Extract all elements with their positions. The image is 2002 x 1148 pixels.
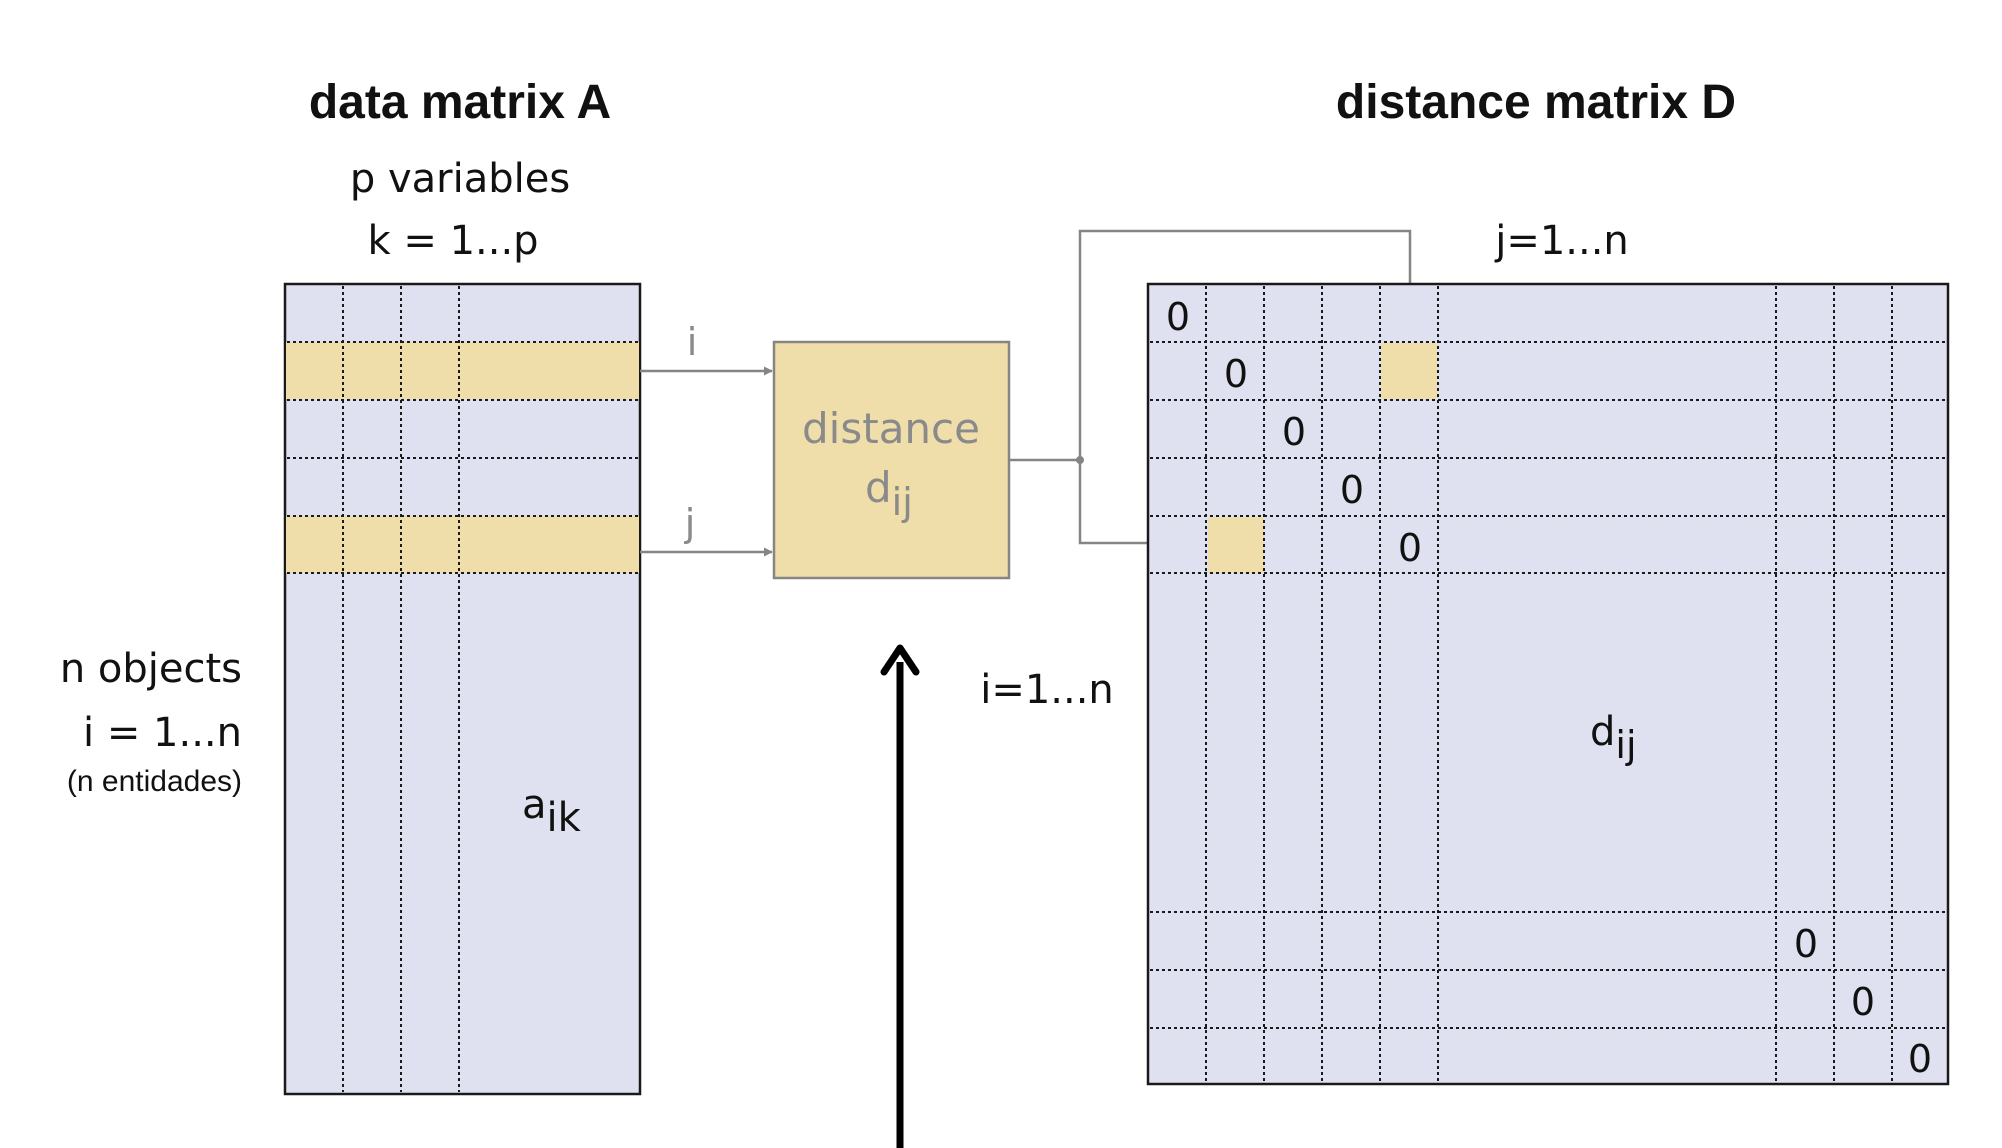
distance-matrix-grid <box>1150 286 1946 1082</box>
distance-box-label: distance <box>802 404 980 453</box>
distance-function-box: distance dij <box>772 340 1011 580</box>
arrow-row-j-label: j <box>684 501 696 545</box>
diagonal-zero: 0 <box>1340 468 1364 512</box>
diagonal-zero: 0 <box>1224 352 1248 396</box>
distance-matrix-body <box>1146 282 1950 1086</box>
data-matrix-cell-symbol: aik <box>522 782 582 841</box>
distance-box-symbol: dij <box>865 463 913 524</box>
diagonal-zero: 0 <box>1282 410 1306 454</box>
data-matrix-row-j-highlight <box>286 516 639 573</box>
diagonal-zero: 0 <box>1398 526 1422 570</box>
diagonal-zero: 0 <box>1851 980 1875 1024</box>
data-matrix-grid <box>287 286 638 1092</box>
distance-box <box>772 340 1011 580</box>
diagonal-zeros: 0 0 0 0 0 0 0 0 <box>1166 295 1932 1081</box>
data-matrix-title: data matrix A <box>309 76 611 129</box>
input-arrow <box>880 644 920 1148</box>
data-matrix: aik <box>283 282 642 1096</box>
column-index-label: j=1...n <box>1494 218 1629 264</box>
objects-index-label: i = 1...n <box>83 710 242 756</box>
row-index-label: i=1...n <box>980 667 1114 713</box>
diagonal-zero: 0 <box>1794 922 1818 966</box>
distance-matrix-cell-ij-highlight <box>1381 343 1437 399</box>
distance-matrix-title: distance matrix D <box>1336 76 1736 129</box>
data-matrix-row-i-highlight <box>286 342 639 399</box>
diagonal-zero: 0 <box>1908 1037 1932 1081</box>
distance-matrix-cell-ji-highlight <box>1208 517 1264 573</box>
distance-matrix-cell-symbol: dij <box>1590 709 1637 767</box>
variables-label: p variables <box>350 156 570 202</box>
objects-label: n objects <box>60 646 242 692</box>
diagonal-zero: 0 <box>1166 295 1190 339</box>
variables-index-label: k = 1...p <box>367 218 538 264</box>
data-matrix-body <box>283 282 642 1096</box>
distance-matrix: 0 0 0 0 0 0 0 0 dij <box>1146 282 1950 1086</box>
objects-translation-label: (n entidades) <box>67 765 242 798</box>
arrow-row-i-label: i <box>687 320 698 364</box>
